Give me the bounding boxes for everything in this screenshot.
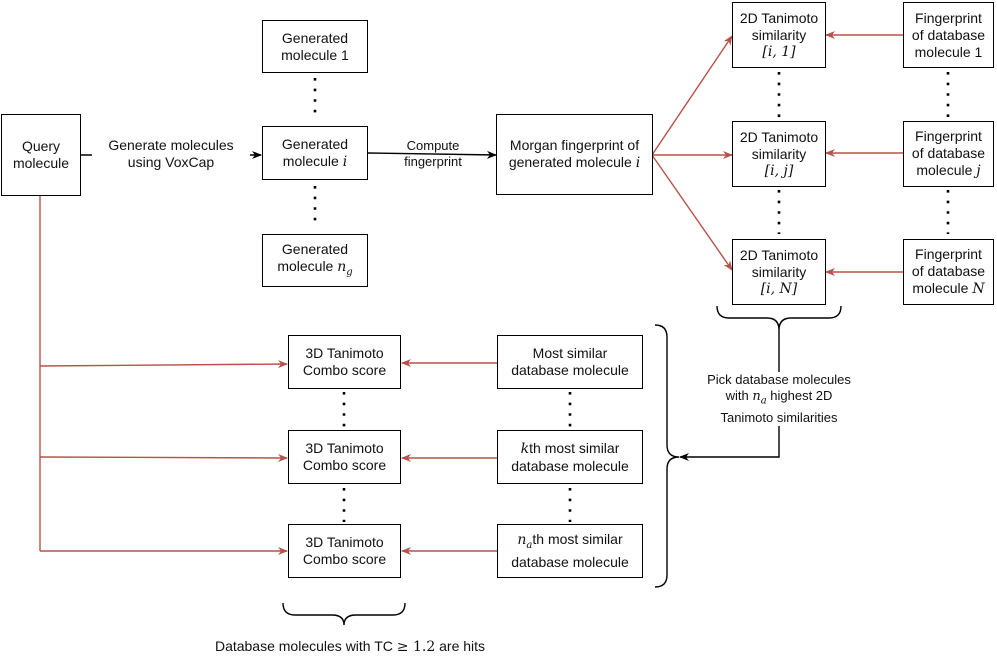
tanimoto-similarity-j-box: 2D Tanimoto similarity [i, j] [732, 121, 826, 187]
most-similar-db-box: Most similar database molecule [497, 335, 643, 389]
hits-caption: Database molecules with TC ≥ 1.2 are hit… [214, 638, 486, 655]
fingerprint-db-1-box: Fingerprint of database molecule 1 [903, 2, 994, 68]
fingerprint-db-j-box: Fingerprint of database molecule j [903, 121, 994, 187]
compute-edge-label: Compute fingerprint [404, 138, 462, 169]
nath-similar-db-box: nath most similar database molecule [497, 524, 643, 578]
combo-score-k-box: 3D Tanimoto Combo score [288, 430, 401, 484]
generate-edge-label: Generate molecules using VoxCap [92, 137, 250, 171]
arrow-morgan-to-tan1 [651, 35, 733, 156]
tanimoto-similarity-N-box: 2D Tanimoto similarity [i, N] [732, 239, 826, 305]
arrow-generated-to-morgan [366, 150, 497, 159]
fingerprint-db-N-box: Fingerprint of database molecule N [903, 239, 994, 305]
tanimoto-similarity-1-box: 2D Tanimoto similarity [i, 1] [732, 2, 826, 68]
generated-molecule-i-box: Generated molecule i [262, 126, 368, 180]
kth-similar-db-box: kth most similar database molecule [497, 430, 643, 484]
query-line1: Query [21, 138, 61, 154]
arrow-query-to-combo2 [39, 453, 288, 462]
brace-db-molecules [654, 324, 680, 588]
pick-database-label: Pick database molecules with na highest … [690, 372, 868, 426]
query-molecule-box: Query molecule [1, 114, 81, 196]
arrow-query-to-combo1 [39, 360, 288, 369]
generated-molecule-1-box: Generated molecule 1 [262, 20, 368, 73]
combo-score-na-box: 3D Tanimoto Combo score [288, 524, 401, 578]
generated-molecule-ng-box: Generated molecule ng [262, 234, 368, 287]
query-line2: molecule [12, 155, 70, 171]
brace-combo [282, 602, 406, 626]
arrow-morgan-to-tanN [651, 154, 733, 271]
morgan-fingerprint-box: Morgan fingerprint of generated molecule… [496, 114, 653, 195]
combo-score-1-box: 3D Tanimoto Combo score [288, 335, 401, 389]
brace-tanimoto [716, 305, 842, 331]
